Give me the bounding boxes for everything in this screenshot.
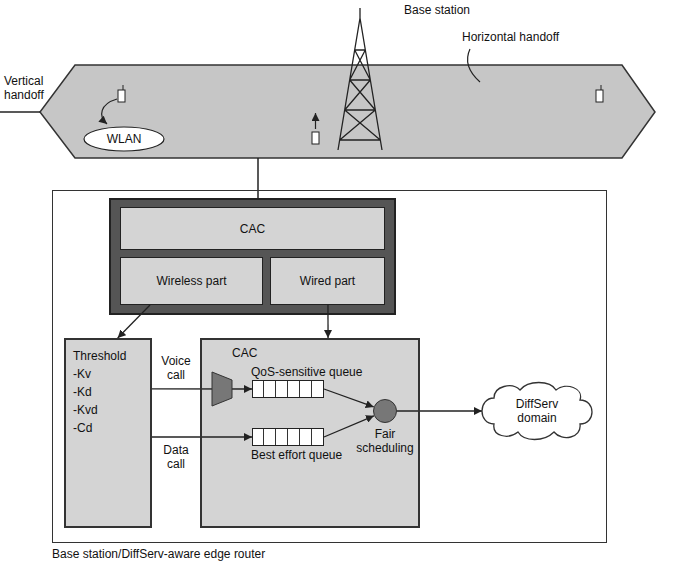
node-label: DiffServ domain xyxy=(499,397,575,425)
wired-part-box: Wired part xyxy=(270,257,385,305)
node-label: Base station/DiffServ-aware edge router xyxy=(52,547,265,561)
node-label: Wireless part xyxy=(156,274,226,288)
fair-scheduler: Fair scheduling xyxy=(373,399,397,423)
phone-icon xyxy=(118,90,125,102)
leader-line xyxy=(468,49,480,82)
phone-icon xyxy=(596,90,603,102)
link-wire xyxy=(257,158,259,199)
connector-arrow xyxy=(327,305,328,338)
threshold-value: -Kd xyxy=(73,383,92,401)
wlan-ellipse: WLAN xyxy=(83,126,165,152)
connector-arrow xyxy=(324,389,374,407)
node-label: WLAN xyxy=(107,132,142,146)
connector-arrow xyxy=(324,416,374,437)
connector-arrow xyxy=(397,410,482,411)
node-label: Best effort queue xyxy=(251,448,342,462)
handoff-line xyxy=(0,111,40,112)
ellipse-shape xyxy=(84,127,164,151)
threshold-box: Threshold-Kv-Kd-Kvd-Cd xyxy=(64,338,152,528)
box-fill xyxy=(200,338,420,528)
box-fills xyxy=(64,207,420,528)
tower-label: Base station xyxy=(404,3,470,17)
phone-antenna xyxy=(601,85,602,90)
handoff-label: Vertical handoff xyxy=(4,74,62,102)
qos-queue: QoS-sensitive queue xyxy=(252,380,324,398)
box-fill xyxy=(120,207,385,250)
diffserv-cloud: DiffServ domain xyxy=(478,380,596,442)
threshold-value: -Cd xyxy=(73,419,92,437)
best-effort-queue: Best effort queue xyxy=(252,428,324,446)
node-label: CAC xyxy=(240,222,265,236)
threshold-value: -Kvd xyxy=(73,401,98,419)
connector-arrow xyxy=(152,388,252,389)
node-label: Fair scheduling xyxy=(353,427,417,455)
box-fill xyxy=(270,257,385,305)
connector-arrow xyxy=(118,305,150,338)
tower-symbol xyxy=(338,8,382,150)
handoff-arrow xyxy=(102,99,117,124)
cell-hexagon xyxy=(40,65,655,158)
phone-antenna xyxy=(123,85,124,90)
edge-label: Data call xyxy=(154,443,198,471)
cac-bar: CAC xyxy=(120,207,385,250)
box-fill xyxy=(120,257,263,305)
edge-router-box: Base station/DiffServ-aware edge routerC… xyxy=(52,190,607,543)
connector-arrow xyxy=(152,436,252,437)
classifier-symbol xyxy=(212,372,232,406)
wireless-part-box: Wireless part xyxy=(120,257,263,305)
node-label: CAC xyxy=(232,346,257,360)
fair-scheduler-outline xyxy=(373,399,397,423)
cac-box: CAC QoS-sensitive queueBest effort queue F… xyxy=(200,338,420,528)
module-frame xyxy=(110,199,395,314)
node-label: QoS-sensitive queue xyxy=(251,365,362,379)
threshold-value: -Kv xyxy=(73,365,91,383)
node-label: Wired part xyxy=(300,274,355,288)
edge-label: Voice call xyxy=(154,354,198,382)
node-label: Threshold xyxy=(73,347,126,365)
phone-icon xyxy=(312,132,319,144)
box-fill xyxy=(64,338,152,528)
circle-shape xyxy=(374,400,397,423)
movement-arrow xyxy=(315,113,316,129)
cloud-shape xyxy=(482,383,592,440)
handoff-label: Horizontal handoff xyxy=(462,30,559,44)
